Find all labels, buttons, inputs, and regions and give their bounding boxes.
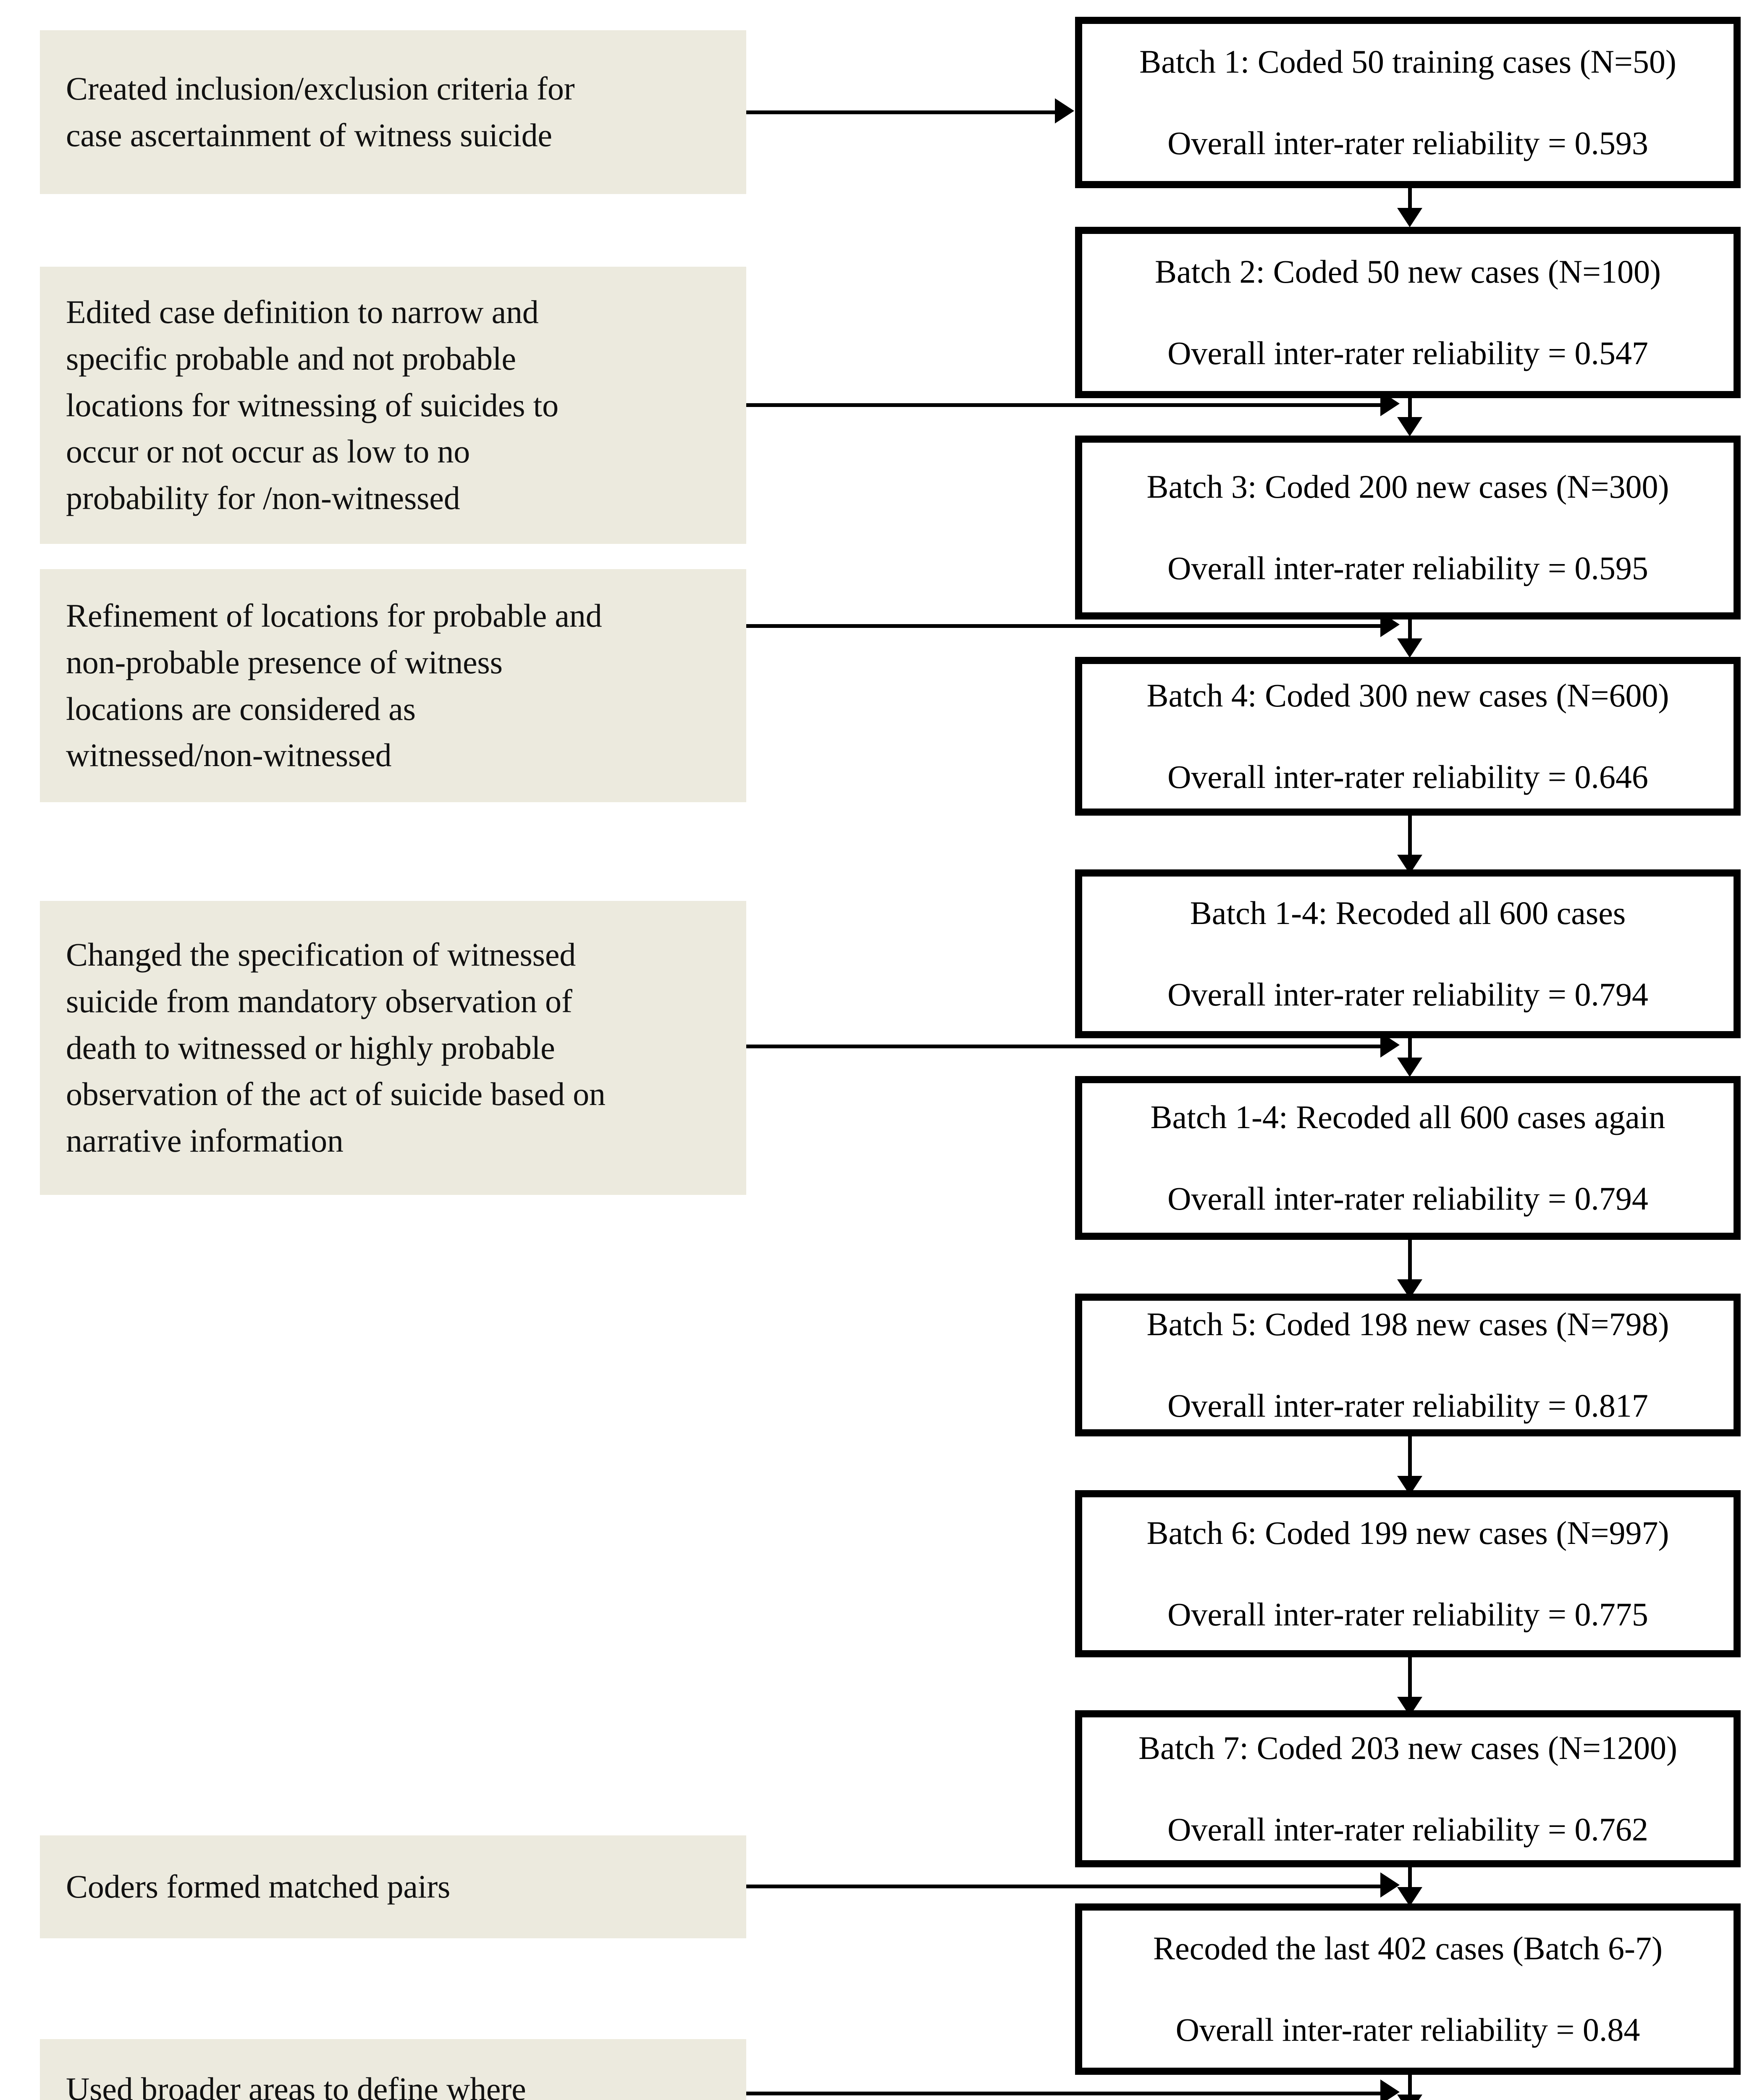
arrowhead-batch-7-to-recode-402 bbox=[1397, 1887, 1422, 1906]
step-recode-402-title: Recoded the last 402 cases (Batch 6-7) bbox=[1153, 1930, 1663, 1967]
step-batch-2-reliability: Overall inter-rater reliability = 0.547 bbox=[1167, 335, 1648, 371]
note-broader-areas: Used broader areas to define where suici… bbox=[40, 2039, 746, 2100]
connector-recode-600-again-to-batch-5 bbox=[1408, 1236, 1412, 1283]
note-edited-case-definition-text: Edited case definition to narrow and spe… bbox=[66, 294, 559, 517]
arrowhead-recode-600-to-recode-600-again bbox=[1397, 1058, 1422, 1077]
connector-batch-7-to-recode-402 bbox=[1408, 1864, 1412, 1891]
arrowhead-recode-402-to-recode-1200 bbox=[1397, 2095, 1422, 2100]
connector-note-broader-areas-to-recode-1200 bbox=[746, 2092, 1380, 2095]
step-batch-3-reliability: Overall inter-rater reliability = 0.595 bbox=[1167, 550, 1648, 586]
connector-note-edited-to-batch-3 bbox=[746, 403, 1380, 407]
arrowhead-batch-3-to-batch-4 bbox=[1397, 638, 1422, 658]
note-matched-pairs-text: Coders formed matched pairs bbox=[66, 1868, 451, 1905]
step-batch-6[interactable]: Batch 6: Coded 199 new cases (N=997) Ove… bbox=[1075, 1490, 1741, 1657]
note-inclusion-criteria: Created inclusion/exclusion criteria for… bbox=[40, 30, 746, 194]
connector-note-refinement-to-batch-4 bbox=[746, 624, 1380, 628]
step-recode-402-reliability: Overall inter-rater reliability = 0.84 bbox=[1175, 2011, 1640, 2048]
connector-note-matched-pairs-to-recode-402 bbox=[746, 1885, 1380, 1888]
connector-batch-3-to-batch-4 bbox=[1408, 615, 1412, 643]
step-batch-1-title: Batch 1: Coded 50 training cases (N=50) bbox=[1139, 43, 1676, 80]
connector-recode-402-to-recode-1200 bbox=[1408, 2071, 1412, 2099]
arrowhead-batch-2-to-batch-3 bbox=[1397, 417, 1422, 436]
connector-note-changed-to-recode-600-again bbox=[746, 1045, 1380, 1048]
note-refinement-locations: Refinement of locations for probable and… bbox=[40, 569, 746, 802]
step-batch-7-reliability: Overall inter-rater reliability = 0.762 bbox=[1167, 1811, 1648, 1848]
connector-batch-2-to-batch-3 bbox=[1408, 394, 1412, 421]
arrowhead-batch-1-to-batch-2 bbox=[1397, 208, 1422, 227]
step-batch-1[interactable]: Batch 1: Coded 50 training cases (N=50) … bbox=[1075, 17, 1741, 188]
step-recode-600[interactable]: Batch 1-4: Recoded all 600 cases Overall… bbox=[1075, 869, 1741, 1038]
step-batch-3-title: Batch 3: Coded 200 new cases (N=300) bbox=[1146, 468, 1669, 505]
step-recode-600-again-title: Batch 1-4: Recoded all 600 cases again bbox=[1150, 1099, 1665, 1136]
step-recode-600-again-reliability: Overall inter-rater reliability = 0.794 bbox=[1167, 1180, 1648, 1217]
note-broader-areas-text: Used broader areas to define where suici… bbox=[66, 2070, 526, 2100]
step-batch-5[interactable]: Batch 5: Coded 198 new cases (N=798) Ove… bbox=[1075, 1294, 1741, 1436]
step-recode-600-again[interactable]: Batch 1-4: Recoded all 600 cases again O… bbox=[1075, 1076, 1741, 1240]
step-recode-600-title: Batch 1-4: Recoded all 600 cases bbox=[1190, 895, 1626, 932]
note-changed-specification-text: Changed the specification of witnessed s… bbox=[66, 936, 606, 1159]
step-batch-5-title: Batch 5: Coded 198 new cases (N=798) bbox=[1146, 1306, 1669, 1343]
step-batch-6-title: Batch 6: Coded 199 new cases (N=997) bbox=[1146, 1515, 1669, 1551]
step-recode-402[interactable]: Recoded the last 402 cases (Batch 6-7) O… bbox=[1075, 1903, 1741, 2075]
connector-batch-1-to-batch-2 bbox=[1408, 185, 1412, 212]
arrowhead-note-broader-areas-to-recode-1200 bbox=[1380, 2079, 1400, 2100]
note-refinement-locations-text: Refinement of locations for probable and… bbox=[66, 597, 602, 774]
connector-recode-600-to-recode-600-again bbox=[1408, 1034, 1412, 1062]
step-recode-600-reliability: Overall inter-rater reliability = 0.794 bbox=[1167, 976, 1648, 1013]
step-batch-4-title: Batch 4: Coded 300 new cases (N=600) bbox=[1146, 677, 1669, 714]
connector-batch-6-to-batch-7 bbox=[1408, 1654, 1412, 1700]
connector-note-inclusion-to-batch-1 bbox=[746, 110, 1055, 114]
step-batch-6-reliability: Overall inter-rater reliability = 0.775 bbox=[1167, 1596, 1648, 1633]
connector-batch-5-to-batch-6 bbox=[1408, 1433, 1412, 1479]
arrowhead-note-matched-pairs-to-recode-402 bbox=[1380, 1872, 1400, 1898]
step-batch-2[interactable]: Batch 2: Coded 50 new cases (N=100) Over… bbox=[1075, 227, 1741, 398]
note-inclusion-criteria-text: Created inclusion/exclusion criteria for… bbox=[66, 70, 575, 153]
step-batch-3[interactable]: Batch 3: Coded 200 new cases (N=300) Ove… bbox=[1075, 436, 1741, 620]
connector-batch-4-to-recode-600 bbox=[1408, 812, 1412, 858]
step-batch-2-title: Batch 2: Coded 50 new cases (N=100) bbox=[1154, 253, 1661, 290]
step-batch-7[interactable]: Batch 7: Coded 203 new cases (N=1200) Ov… bbox=[1075, 1710, 1741, 1867]
step-batch-7-title: Batch 7: Coded 203 new cases (N=1200) bbox=[1138, 1730, 1678, 1767]
step-batch-1-reliability: Overall inter-rater reliability = 0.593 bbox=[1167, 125, 1648, 161]
arrowhead-note-inclusion-to-batch-1 bbox=[1055, 98, 1074, 123]
note-changed-specification: Changed the specification of witnessed s… bbox=[40, 901, 746, 1195]
step-batch-4[interactable]: Batch 4: Coded 300 new cases (N=600) Ove… bbox=[1075, 657, 1741, 816]
step-batch-4-reliability: Overall inter-rater reliability = 0.646 bbox=[1167, 759, 1648, 795]
note-matched-pairs: Coders formed matched pairs bbox=[40, 1835, 746, 1938]
note-edited-case-definition: Edited case definition to narrow and spe… bbox=[40, 267, 746, 544]
step-batch-5-reliability: Overall inter-rater reliability = 0.817 bbox=[1167, 1387, 1648, 1424]
